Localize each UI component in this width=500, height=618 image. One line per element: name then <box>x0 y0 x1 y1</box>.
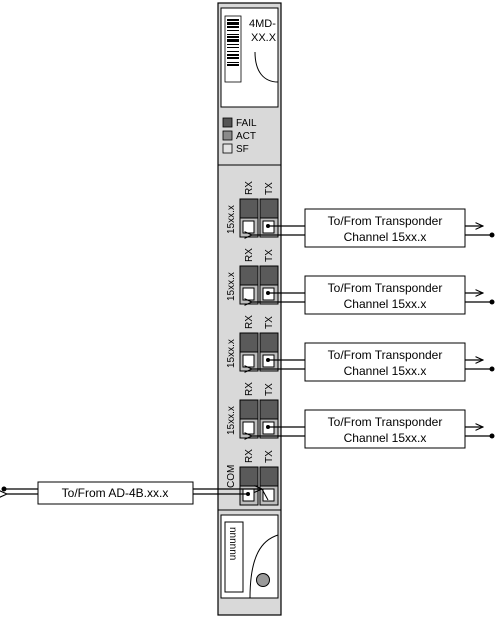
transponder-box-1 <box>304 208 466 248</box>
led-label-act: ACT <box>236 131 256 142</box>
transponder-box-2 <box>304 275 466 315</box>
channel-port-3: 15xx.x RX TX To/From Transponder Channel… <box>226 315 495 382</box>
bottom-label: nnnnnn <box>227 527 238 560</box>
rx-label-4: RX <box>244 382 255 396</box>
rx-connector-icon <box>242 287 255 301</box>
rx-label-2: RX <box>244 248 255 262</box>
faceplate-top-curve <box>254 51 279 83</box>
tx-label-3: TX <box>264 316 275 329</box>
channel-label-3: 15xx.x <box>226 339 237 368</box>
transponder-line2-1: Channel 15xx.x <box>344 230 427 244</box>
com-port: COM RX TX To/From AD-4B.xx.x <box>2 449 279 506</box>
rx-connector-icon <box>242 354 255 368</box>
faceplate-bottom-curve <box>249 534 279 599</box>
transponder-line2-4: Channel 15xx.x <box>344 431 427 445</box>
rx-connector-icon <box>242 421 255 435</box>
transponder-line1-3: To/From Transponder <box>328 348 443 362</box>
module-name-line1: 4MD- <box>249 18 276 30</box>
channel-label-4: 15xx.x <box>226 406 237 435</box>
tx-connector-icon <box>262 488 275 502</box>
transponder-line1-1: To/From Transponder <box>328 214 443 228</box>
transponder-box-4 <box>304 409 466 449</box>
transponder-line1-2: To/From Transponder <box>328 281 443 295</box>
fail-led-icon <box>222 117 233 128</box>
led-label-fail: FAIL <box>236 118 257 129</box>
rx-connector-icon <box>242 220 255 234</box>
channel-label-1: 15xx.x <box>226 205 237 234</box>
channel-port-4: 15xx.x RX TX To/From Transponder Channel… <box>226 382 495 449</box>
tx-label-4: TX <box>264 383 275 396</box>
transponder-line2-3: Channel 15xx.x <box>344 364 427 378</box>
led-panel: FAIL ACT SF <box>222 117 257 155</box>
tx-label-com: TX <box>264 450 275 463</box>
channel-label-2: 15xx.x <box>226 272 237 301</box>
ad-box-label: To/From AD-4B.xx.x <box>62 486 169 500</box>
transponder-line2-2: Channel 15xx.x <box>344 297 427 311</box>
channel-port-1: 15xx.x RX TX To/From Transponder Channel… <box>226 181 495 248</box>
module-name-line2: XX.X <box>251 32 277 44</box>
transponder-line1-4: To/From Transponder <box>328 415 443 429</box>
channel-port-2: 15xx.x RX TX To/From Transponder Channel… <box>226 248 495 315</box>
com-label: COM <box>226 465 237 488</box>
sf-led-icon <box>222 143 233 154</box>
act-led-icon <box>222 130 233 141</box>
transponder-box-3 <box>304 342 466 382</box>
rx-label-1: RX <box>244 181 255 195</box>
ad-box <box>37 481 194 505</box>
tx-label-2: TX <box>264 249 275 262</box>
barcode-icon <box>224 15 242 83</box>
rx-label-com: RX <box>244 449 255 463</box>
label-slot <box>224 521 244 593</box>
tx-label-1: TX <box>264 182 275 195</box>
rx-label-3: RX <box>244 315 255 329</box>
latch-screw-icon <box>256 573 270 587</box>
led-label-sf: SF <box>236 144 249 155</box>
